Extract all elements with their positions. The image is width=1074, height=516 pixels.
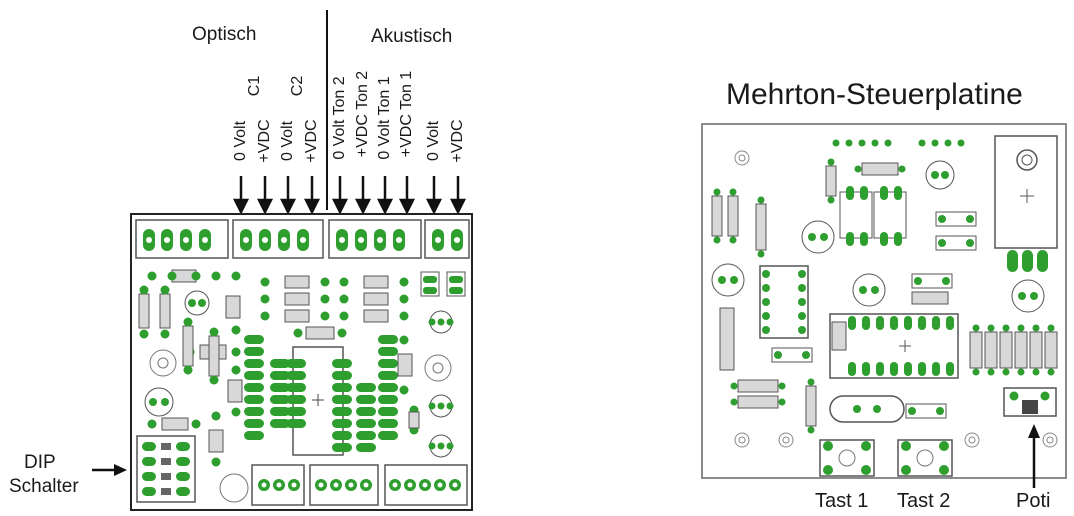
dip-switch — [136, 435, 196, 503]
optocouplers — [839, 186, 907, 246]
top-header-pins — [832, 139, 965, 147]
push-buttons — [819, 439, 953, 477]
left-passives — [138, 285, 452, 503]
poti-arrow — [1028, 424, 1040, 488]
potentiometer — [1003, 387, 1057, 417]
mounting-holes — [734, 150, 1058, 448]
crystal — [829, 395, 905, 423]
right-pcb — [701, 123, 1067, 488]
label-poti: Poti — [1016, 490, 1051, 512]
pad-columns — [244, 335, 398, 452]
voltage-regulator — [994, 135, 1058, 272]
label-tast-2: Tast 2 — [897, 490, 951, 512]
dip-arrow — [92, 464, 127, 476]
ceramic-caps — [771, 211, 977, 419]
electrolytic-caps — [711, 160, 1045, 313]
diode-rows — [147, 269, 413, 467]
resistor-bank — [969, 324, 1058, 376]
header-akustisch: Akustisch — [371, 26, 453, 47]
left-pcb — [92, 10, 473, 511]
label-tast-1: Tast 1 — [815, 490, 869, 512]
header-optisch: Optisch — [192, 24, 257, 45]
top-connectors — [135, 219, 470, 259]
bottom-connectors — [251, 464, 468, 506]
vertical-passives — [711, 158, 949, 434]
ic-microcontroller — [829, 313, 959, 379]
dip-label-line2: Schalter — [9, 476, 79, 497]
ic-2 — [759, 265, 809, 339]
right-components — [408, 271, 466, 458]
dip-label-line1: DIP — [24, 452, 56, 473]
connector-arrows — [232, 176, 467, 215]
board-title: Mehrton-Steuerplatine — [726, 78, 1023, 111]
